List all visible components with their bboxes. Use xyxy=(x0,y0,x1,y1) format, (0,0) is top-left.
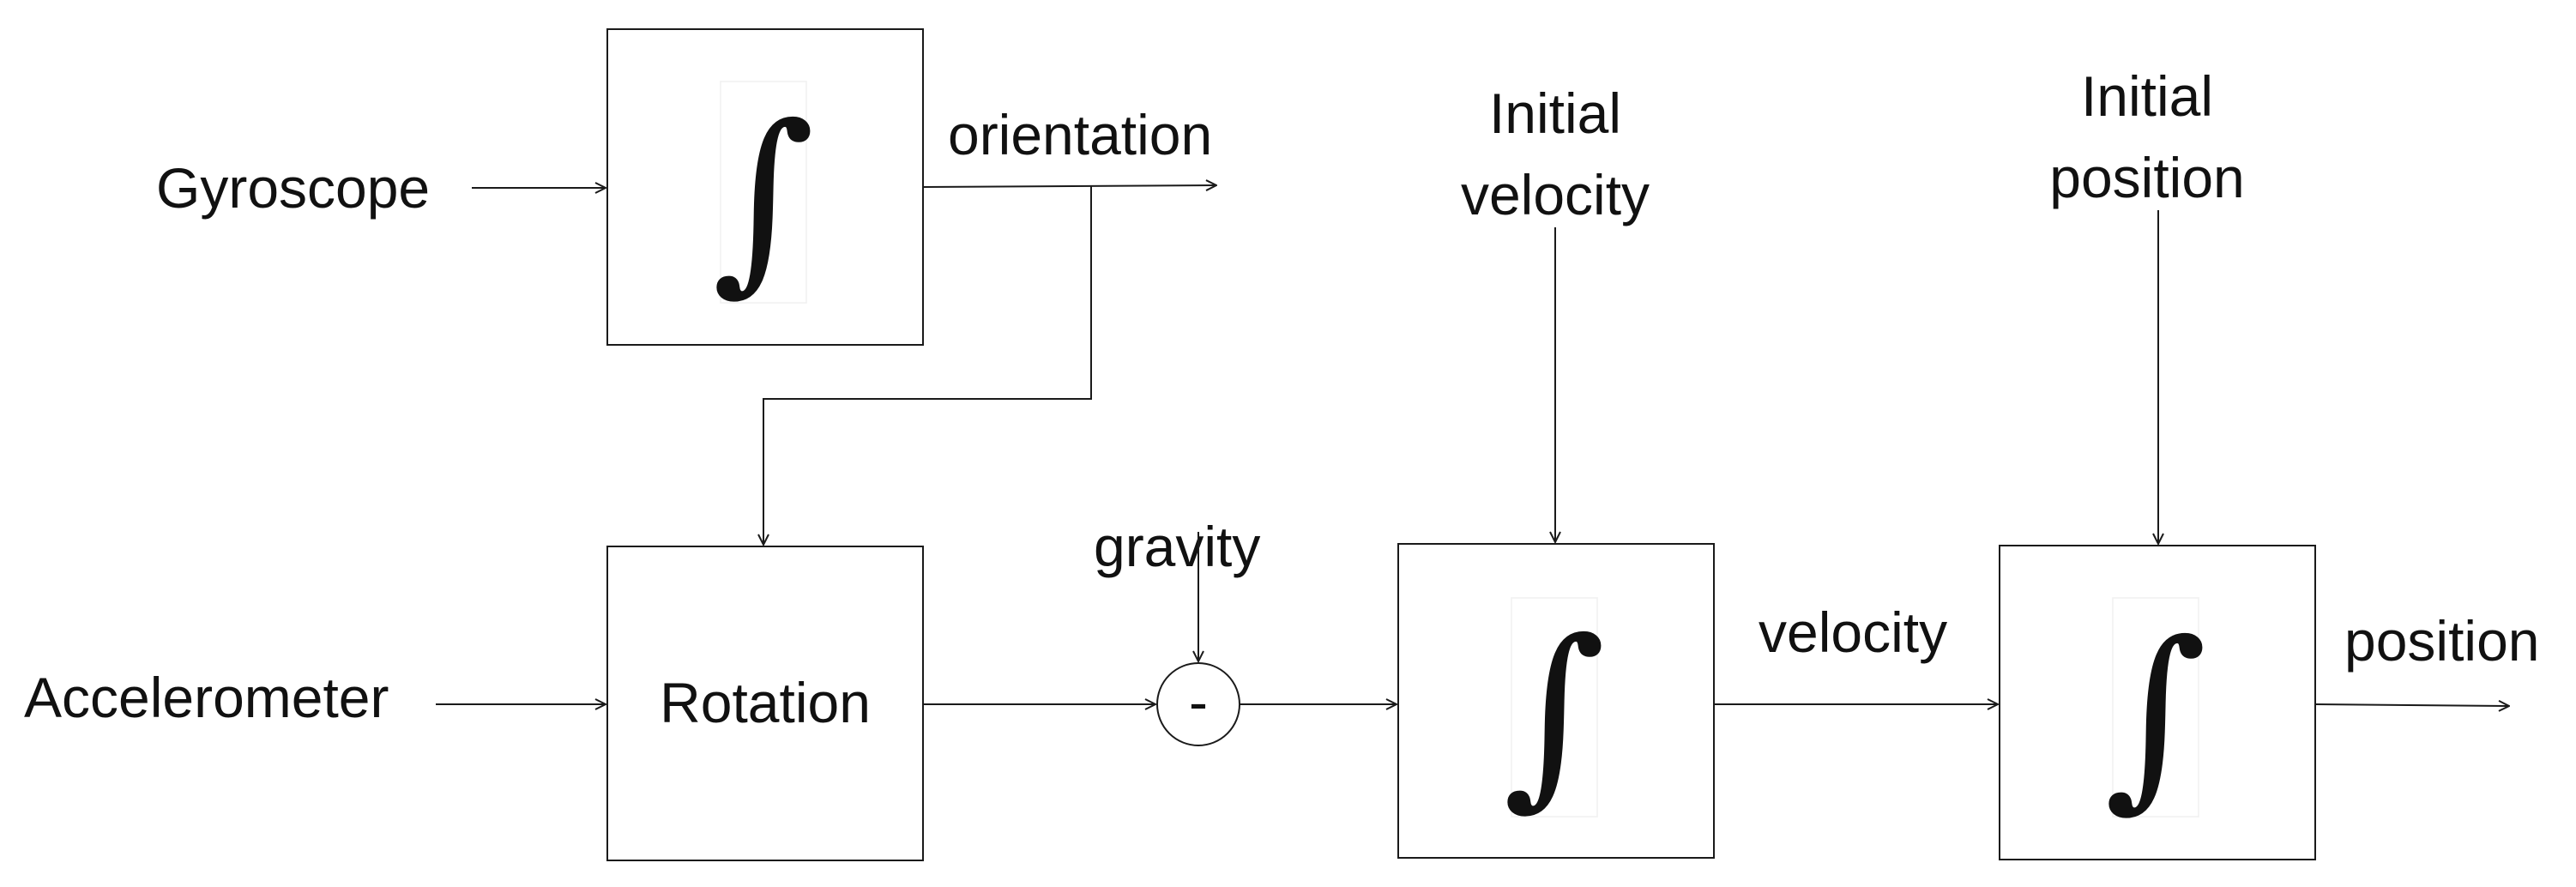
orientation-feedback-line xyxy=(763,186,1092,545)
initial-position-label-line1: Initial xyxy=(2081,64,2213,128)
velocity-integrator-block: ∫ xyxy=(1397,543,1715,859)
integral-symbol: ∫ xyxy=(712,84,815,313)
minus-symbol: - xyxy=(1189,670,1208,733)
gravity-subtraction-junction: - xyxy=(1156,662,1240,746)
velocity-label: velocity xyxy=(1759,600,1947,664)
position-label: position xyxy=(2344,609,2540,673)
position-integrator-block: ∫ xyxy=(1999,545,2316,860)
initial-position-label-line2: position xyxy=(2049,146,2245,209)
gravity-label: gravity xyxy=(1094,515,1260,578)
initial-velocity-label-line1: Initial xyxy=(1489,81,1621,145)
accelerometer-label: Accelerometer xyxy=(24,666,389,729)
orientation-label: orientation xyxy=(948,103,1212,166)
rotation-label: Rotation xyxy=(660,671,871,734)
rotation-block: Rotation xyxy=(606,546,924,861)
gyroscope-label: Gyroscope xyxy=(156,156,430,220)
integral-symbol: ∫ xyxy=(1503,599,1606,828)
connections xyxy=(436,185,2509,706)
initial-velocity-label-line2: velocity xyxy=(1461,163,1650,226)
integral-symbol: ∫ xyxy=(2104,600,2207,830)
orientation-integrator-block: ∫ xyxy=(606,28,924,346)
position-output-arrow xyxy=(2314,704,2509,706)
orientation-output-arrow xyxy=(922,185,1216,187)
